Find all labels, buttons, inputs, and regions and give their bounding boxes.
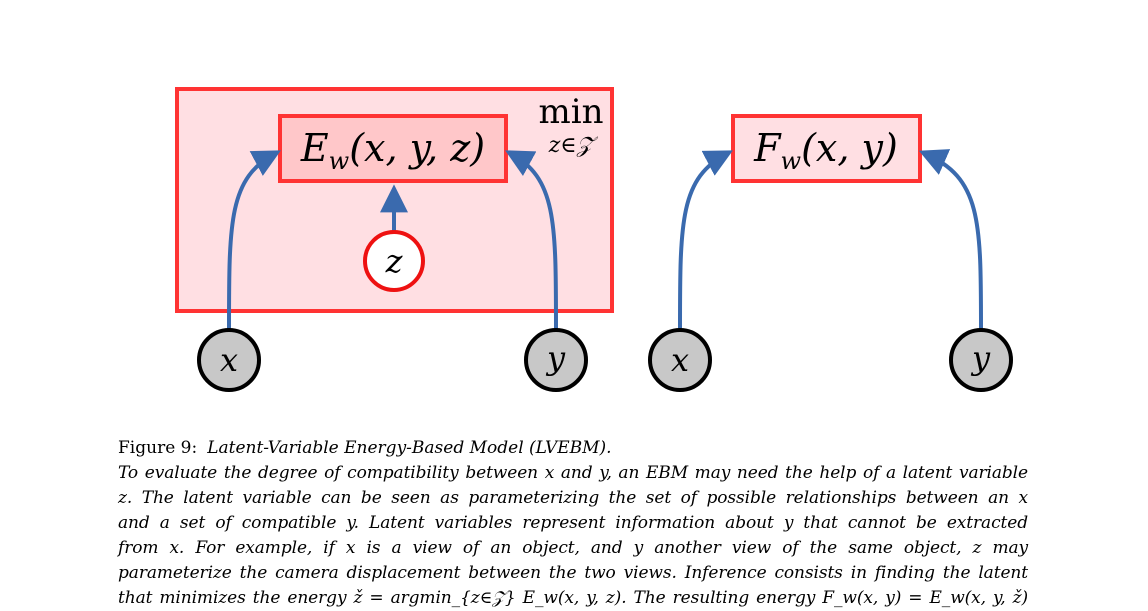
lvebm-diagram: min z∈𝒵 Ew(x, y, z) z x y Fw(x, y) x y xyxy=(175,87,1013,392)
input-node-x-right xyxy=(648,328,712,392)
caption-line: and a set of compatible y. Latent variab… xyxy=(118,513,1028,533)
input-node-y-right-label: y xyxy=(970,339,991,377)
input-node-y-right xyxy=(949,328,1013,392)
arrow-y-to-f xyxy=(918,149,983,331)
caption-line: z. The latent variable can be seen as pa… xyxy=(118,488,1028,508)
min-operator-label: min xyxy=(538,92,603,132)
caption-line: that minimizes the energy ž = argmin_{z∈… xyxy=(118,588,1028,608)
figure-title: Latent-Variable Energy-Based Model (LVEB… xyxy=(207,438,612,458)
energy-function-box-f xyxy=(731,114,922,183)
input-node-x xyxy=(197,328,261,392)
arrow-x-to-f xyxy=(678,150,733,331)
caption-line: parameterize the camera displacement bet… xyxy=(118,563,1028,583)
energy-function-box-e xyxy=(278,114,508,183)
energy-function-label-e: Ew(x, y, z) xyxy=(300,126,485,175)
caption-heading: Figure 9: Latent-Variable Energy-Based Mo… xyxy=(118,436,1028,461)
latent-node-z xyxy=(363,230,425,292)
input-node-y xyxy=(524,328,588,392)
left-diagram: min z∈𝒵 Ew(x, y, z) z x y xyxy=(175,87,614,392)
arrow-y-to-e xyxy=(505,150,558,331)
right-diagram: Fw(x, y) x y xyxy=(648,114,1013,392)
caption-line: To evaluate the degree of compatibility … xyxy=(118,463,1028,483)
figure-caption: Figure 9: Latent-Variable Energy-Based Mo… xyxy=(118,436,1028,611)
arrow-x-to-e xyxy=(227,150,281,331)
energy-function-label-f: Fw(x, y) xyxy=(753,126,898,175)
input-node-y-label: y xyxy=(545,339,566,377)
min-operator-subscript: z∈𝒵 xyxy=(548,133,599,158)
input-node-x-right-label: x xyxy=(671,341,689,379)
input-node-x-label: x xyxy=(220,341,238,379)
latent-node-z-label: z xyxy=(385,242,404,280)
figure-number: Figure 9: xyxy=(118,438,198,458)
caption-line: from x. For example, if x is a view of a… xyxy=(118,538,1028,558)
